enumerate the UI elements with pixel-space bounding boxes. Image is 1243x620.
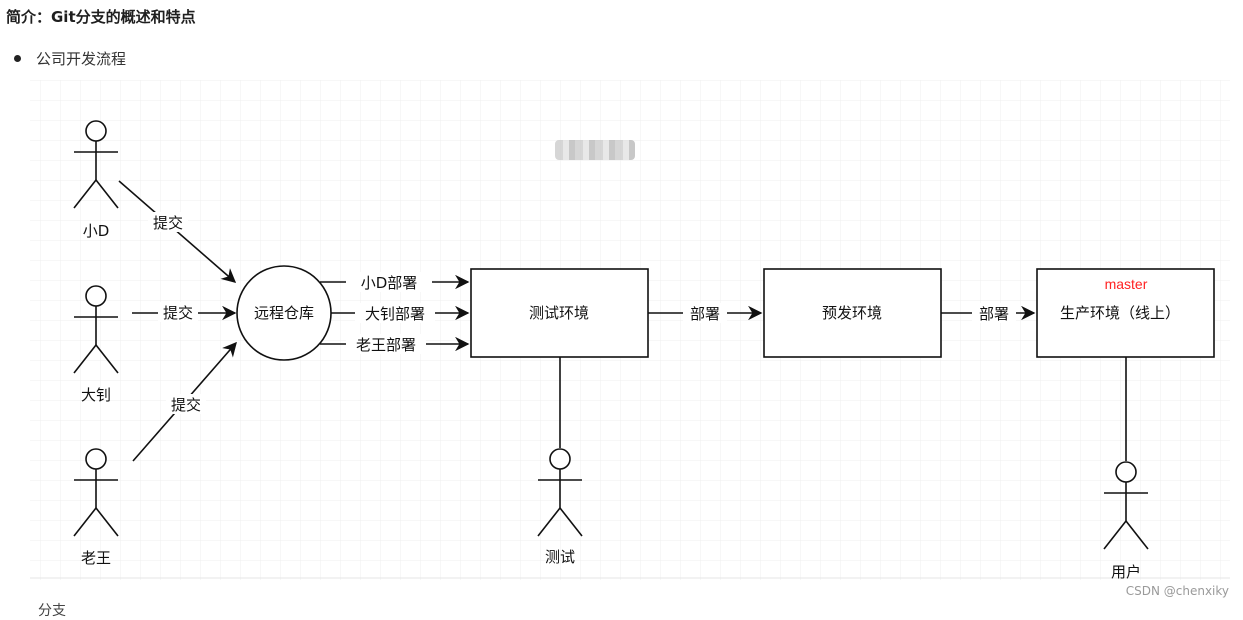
blurred-watermark xyxy=(555,140,635,160)
test-env-node xyxy=(470,268,649,358)
prod-env-node xyxy=(1036,268,1215,358)
person-xiaod-icon xyxy=(73,120,119,209)
edge-label-bg xyxy=(166,394,206,414)
csdn-watermark: CSDN @chenxiky xyxy=(1125,584,1229,598)
edge-xiaod-commit-label: 提交 xyxy=(153,214,183,232)
person-tester-label: 测试 xyxy=(545,548,575,566)
edge-label-bg xyxy=(683,303,727,323)
pre-env-label: 预发环境 xyxy=(822,304,882,322)
pre-env-node xyxy=(763,268,942,358)
edge-dadiao-commit-label: 提交 xyxy=(163,304,193,322)
edge-label-bg xyxy=(148,212,188,232)
prod-env-tag: master xyxy=(1105,276,1148,292)
remote-repo-label: 远程仓库 xyxy=(254,304,314,322)
edge-label-bg xyxy=(355,303,435,323)
edge-laowang-commit-label: 提交 xyxy=(171,396,201,414)
edge-deploy-xiaod-label: 小D部署 xyxy=(361,274,418,292)
next-section-text: 分支 xyxy=(38,603,66,619)
edge-label-bg xyxy=(972,303,1016,323)
person-dadiao-label: 大钊 xyxy=(81,386,111,404)
edge-deploy-test-pre-label: 部署 xyxy=(690,305,720,323)
bullet-label: 公司开发流程 xyxy=(36,50,127,68)
bullet-item: 公司开发流程 xyxy=(14,48,126,69)
person-xiaod-label: 小D xyxy=(83,222,110,240)
test-env-label: 测试环境 xyxy=(529,304,589,322)
page-heading: 简介：Git分支的概述和特点 xyxy=(6,8,196,26)
bullet-dot-icon xyxy=(14,55,21,62)
prod-env-label: 生产环境（线上） xyxy=(1060,304,1180,322)
person-user-icon xyxy=(1103,461,1149,550)
edge-label-bg xyxy=(158,302,198,322)
person-dadiao-icon xyxy=(73,285,119,374)
person-laowang-icon xyxy=(73,448,119,537)
person-laowang-label: 老王 xyxy=(81,549,111,567)
edge-deploy-laowang-label: 老王部署 xyxy=(356,336,416,354)
person-user-label: 用户 xyxy=(1111,563,1141,581)
edge-deploy-dadiao-label: 大钊部署 xyxy=(365,305,425,323)
person-tester-icon xyxy=(537,448,583,537)
edge-label-bg xyxy=(346,272,432,292)
edge-deploy-pre-prod-label: 部署 xyxy=(979,305,1009,323)
edge-label-bg xyxy=(346,334,426,354)
